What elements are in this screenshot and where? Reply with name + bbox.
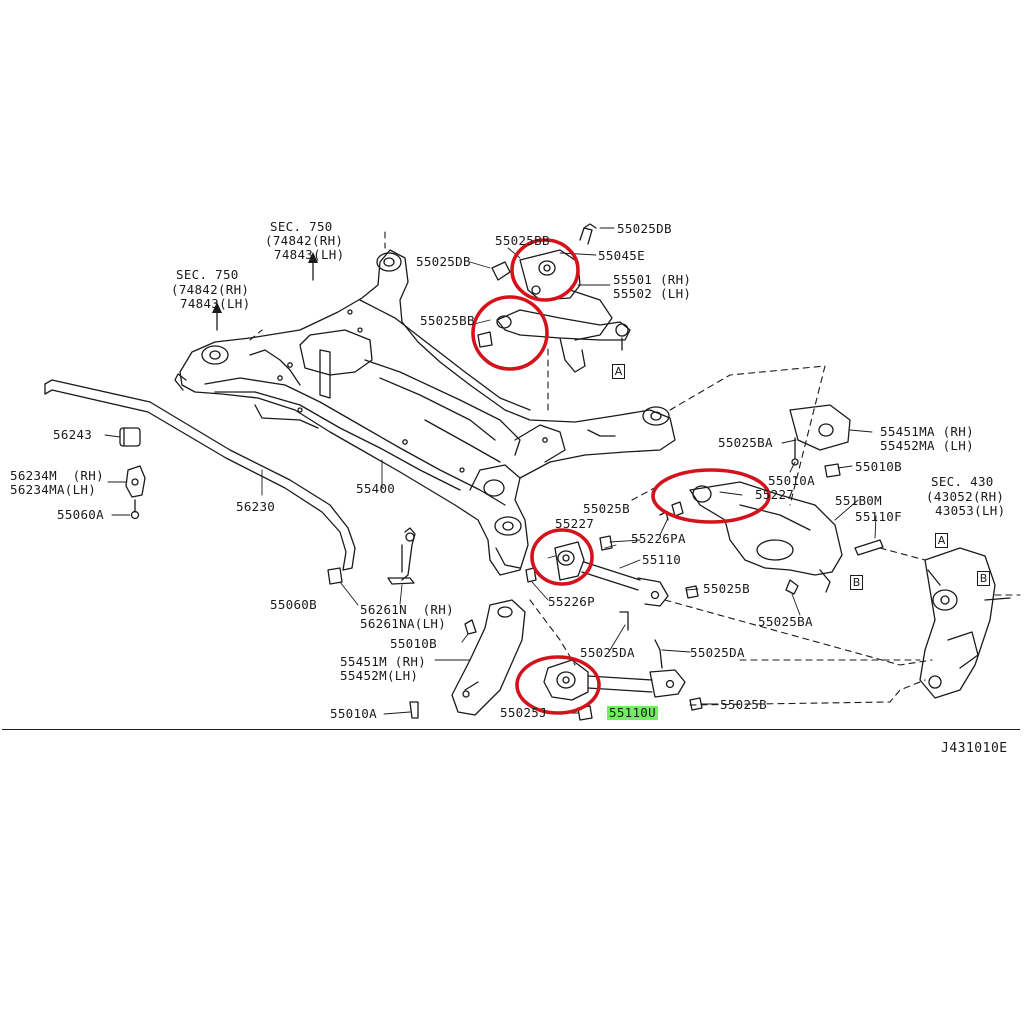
label-55025ba-top: 55025BA [718, 435, 773, 450]
stabilizer-bar [44, 379, 416, 585]
label-56234m: 56234M (RH) [10, 468, 104, 483]
rear-subframe [174, 249, 676, 576]
label-43053: 43053(LH) [935, 503, 1006, 518]
label-sec430: SEC. 430 [931, 474, 994, 489]
highlight-circle-lower-arm [651, 468, 771, 524]
label-55010b-center: 55010B [390, 636, 437, 651]
label-55025bb-top: 55025BB [495, 233, 550, 248]
label-55060b: 55060B [270, 597, 317, 612]
label-55502: 55502 (LH) [613, 286, 692, 301]
highlight-circle-upper-link [510, 238, 580, 302]
label-sec750-top: SEC. 750 [270, 219, 333, 234]
label-55010a-bottom: 55010A [330, 706, 377, 721]
label-55451m: 55451M (RH) [340, 654, 427, 669]
label-56261n: 56261N (RH) [360, 602, 454, 617]
lower-bracket-left [409, 599, 526, 719]
dashed-reference-lines [249, 231, 1021, 706]
label-55226p: 55226P [548, 594, 595, 609]
label-55045e: 55045E [598, 248, 645, 263]
diagram-code: J431010E [941, 741, 1008, 756]
label-55025da-right: 55025DA [690, 645, 745, 660]
label-55110: 55110 [642, 552, 682, 567]
label-55400: 55400 [356, 481, 396, 496]
arrow-up-icon [216, 261, 314, 331]
label-551b0m: 551B0M [835, 493, 882, 508]
label-56230: 56230 [236, 499, 276, 514]
label-55227-right: 55227 [755, 487, 795, 502]
label-56261na: 56261NA(LH) [360, 616, 447, 631]
ref-box-a-right: A [935, 533, 948, 548]
highlight-circle-middle-link [530, 528, 594, 586]
highlight-circles [471, 238, 771, 715]
label-74843-left: 74843(LH) [180, 296, 251, 311]
label-sec750-left: SEC. 750 [176, 267, 239, 282]
label-55226pa: 55226PA [631, 531, 686, 546]
leader-lines [104, 227, 877, 715]
label-55110f: 55110F [855, 509, 902, 524]
label-43052: (43052(RH) [926, 489, 1005, 504]
label-55452m: 55452M(LH) [340, 668, 419, 683]
rear-bracket-right [789, 404, 851, 478]
arrow-heads [212, 252, 318, 313]
label-55025bb-mid: 55025BB [420, 313, 475, 328]
ref-box-b-far: B [977, 571, 990, 586]
highlight-circle-lower-link [515, 655, 601, 715]
middle-link-assembly [525, 535, 699, 631]
label-55110u-highlighted: 55110U [607, 705, 658, 720]
label-55451ma: 55451MA (RH) [880, 424, 974, 439]
label-55025j: 55025J [500, 705, 547, 720]
label-55501: 55501 (RH) [613, 272, 692, 287]
ref-box-a-top: A [612, 364, 625, 379]
bottom-rule [2, 729, 1020, 730]
label-56234ma: 56234MA(LH) [10, 482, 97, 497]
label-55025da-left: 55025DA [580, 645, 635, 660]
rear-knuckle [919, 547, 1011, 699]
label-74843-top: 74843(LH) [274, 247, 345, 262]
label-55025ba-bottom: 55025BA [758, 614, 813, 629]
label-55010b-right: 55010B [855, 459, 902, 474]
label-55025db-top: 55025DB [617, 221, 672, 236]
label-55025db-left: 55025DB [416, 254, 471, 269]
label-55025b-bottom: 55025B [720, 697, 767, 712]
label-55010a-right: 55010A [768, 473, 815, 488]
label-55025b-mid: 55025B [583, 501, 630, 516]
highlight-circle-upper-arm [471, 295, 549, 371]
label-55452ma: 55452MA (LH) [880, 438, 974, 453]
ref-box-b-right: B [850, 575, 863, 590]
label-74842-top: (74842(RH) [265, 233, 344, 248]
label-74842-left: (74842(RH) [171, 282, 250, 297]
label-56243: 56243 [53, 427, 93, 442]
label-55060a: 55060A [57, 507, 104, 522]
upper-link-assembly [477, 223, 631, 373]
label-55227-center: 55227 [555, 516, 595, 531]
label-55025b-right: 55025B [703, 581, 750, 596]
